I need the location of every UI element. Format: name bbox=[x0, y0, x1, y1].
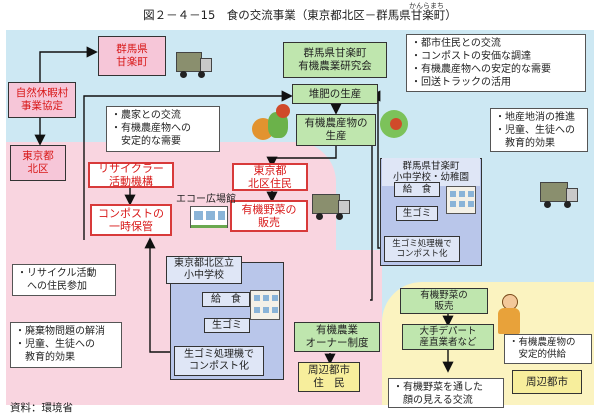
eco-plaza-building-icon bbox=[190, 206, 228, 228]
eco-plaza-label: エコー広場館 bbox=[176, 194, 236, 205]
compost-production-box: 堆肥の生産 bbox=[292, 84, 378, 104]
truck-icon bbox=[312, 194, 350, 220]
kita-school-box: 東京都北区立 小中学校 bbox=[166, 256, 242, 284]
department-store-box: 大手デパート 産直業者など bbox=[402, 324, 494, 350]
organic-vegetable-sales-box: 有機野菜の 販売 bbox=[230, 200, 308, 232]
recycle-participation-note: ・リサイクル活動 への住民参加 bbox=[12, 264, 116, 296]
recycler-org-box: リサイクラー 活動機構 bbox=[88, 162, 174, 188]
kanra-food-waste-box: 生ゴミ bbox=[396, 206, 438, 221]
organic-owner-system-box: 有機農業 オーナー制度 bbox=[294, 322, 380, 352]
kanra-school-box: 群馬県甘楽町 小中学校・幼稚園 bbox=[382, 158, 480, 186]
kanra-organic-association-box: 群馬県甘楽町 有機農業研究会 bbox=[283, 42, 387, 78]
school-building-icon bbox=[446, 186, 476, 214]
compost-temp-storage-box: コンポストの 一時保管 bbox=[90, 204, 172, 236]
gunma-kanra-town-box: 群馬県 甘楽町 bbox=[98, 36, 166, 76]
local-consumption-note: ・地産地消の推進 ・児童、生徒への 教育的効果 bbox=[490, 108, 588, 152]
waste-problem-note: ・廃棄物問題の解消 ・児童、生徒への 教育的効果 bbox=[10, 322, 122, 368]
suburb-cities-box: 周辺都市 bbox=[512, 370, 582, 394]
truck-icon bbox=[176, 52, 212, 78]
nature-village-agreement-box: 自然休暇村 事業協定 bbox=[8, 82, 76, 118]
kita-lunch-box: 給 食 bbox=[202, 292, 250, 307]
vegetables-icon bbox=[376, 104, 414, 142]
tokyo-kita-ward-box: 東京都 北区 bbox=[10, 145, 66, 181]
truck-icon bbox=[540, 182, 578, 208]
page-title: 図２－４－15 食の交流事業（東京都北区－群馬県甘楽町） bbox=[143, 8, 457, 22]
stable-supply-note: ・有機農産物の 安定的供給 bbox=[504, 334, 592, 364]
kanra-lunch-box: 給 食 bbox=[394, 182, 440, 197]
source-label: 資料：環境省 bbox=[10, 402, 73, 414]
school-building-icon bbox=[250, 290, 280, 320]
gunma-goals-note: ・都市住民との交流 ・コンポストの安価な調達 ・有機農産物への安定的な需要 ・回… bbox=[406, 34, 586, 92]
vegetables-icon bbox=[252, 104, 296, 144]
kanra-waste-processor-box: 生ゴミ処理機で コンポスト化 bbox=[384, 236, 460, 262]
kita-waste-processor-box: 生ゴミ処理機で コンポスト化 bbox=[174, 346, 264, 376]
title-ruby: かんらまち bbox=[409, 2, 444, 10]
face-to-face-exchange-note: ・有機野菜を通した 顔の見える交流 bbox=[388, 378, 504, 408]
kita-food-waste-box: 生ゴミ bbox=[204, 318, 250, 333]
organic-vegetable-sales-2-box: 有機野菜の 販売 bbox=[400, 288, 488, 314]
kita-residents-box: 東京都 北区住民 bbox=[232, 163, 308, 191]
organic-produce-production-box: 有機農産物の 生産 bbox=[296, 114, 376, 146]
suburb-residents-box: 周辺都市 住 民 bbox=[298, 362, 360, 392]
farmer-exchange-note: ・農家との交流 ・有機農産物への 安定的な需要 bbox=[106, 106, 220, 152]
shop-clerk-icon bbox=[494, 294, 524, 338]
